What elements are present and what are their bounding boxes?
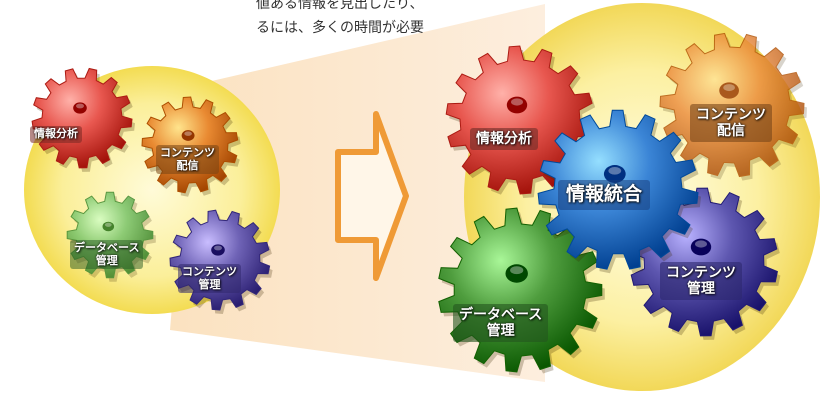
after-label-management: コンテンツ 管理 — [660, 262, 742, 301]
after-label-integration-text: 情報統合 — [566, 183, 643, 205]
after-label-management-line1: コンテンツ — [666, 265, 736, 281]
before-label-analysis: 情報分析 — [30, 126, 82, 143]
before-label-management-line2: 管理 — [198, 277, 221, 291]
after-label-database-line1: データベース — [459, 307, 543, 323]
before-label-delivery: コンテンツ 配信 — [156, 145, 219, 175]
gear-after-analysis — [445, 45, 597, 198]
caption-line-1: 値ある情報を見出したり、 — [256, 0, 424, 12]
after-label-delivery-line2: 配信 — [717, 123, 745, 140]
caption-line-2: るには、多くの時間が必要 — [256, 20, 424, 36]
before-label-delivery-line2: 配信 — [176, 158, 199, 172]
before-label-analysis-text: 情報分析 — [34, 127, 78, 140]
before-label-management: コンテンツ 管理 — [178, 264, 241, 294]
after-label-database: データベース 管理 — [453, 304, 549, 343]
after-label-analysis: 情報分析 — [470, 128, 538, 151]
after-label-database-line2: 管理 — [486, 323, 515, 340]
before-label-database-line2: 管理 — [95, 253, 118, 267]
after-label-analysis-text: 情報分析 — [476, 131, 532, 147]
before-label-delivery-line1: コンテンツ — [160, 146, 215, 159]
after-label-management-line2: 管理 — [687, 281, 715, 298]
gear-before-analysis — [31, 67, 135, 172]
before-label-database: データベース 管理 — [70, 240, 144, 270]
after-label-delivery-line1: コンテンツ — [696, 107, 766, 123]
after-label-integration: 情報統合 — [558, 180, 651, 210]
after-label-delivery: コンテンツ 配信 — [690, 104, 772, 143]
arrow-right-icon — [335, 111, 409, 281]
caption: 値ある情報を見出したり、 るには、多くの時間が必要 — [256, 0, 596, 88]
before-label-database-line1: データベース — [74, 241, 140, 254]
before-label-management-line1: コンテンツ — [182, 265, 237, 278]
